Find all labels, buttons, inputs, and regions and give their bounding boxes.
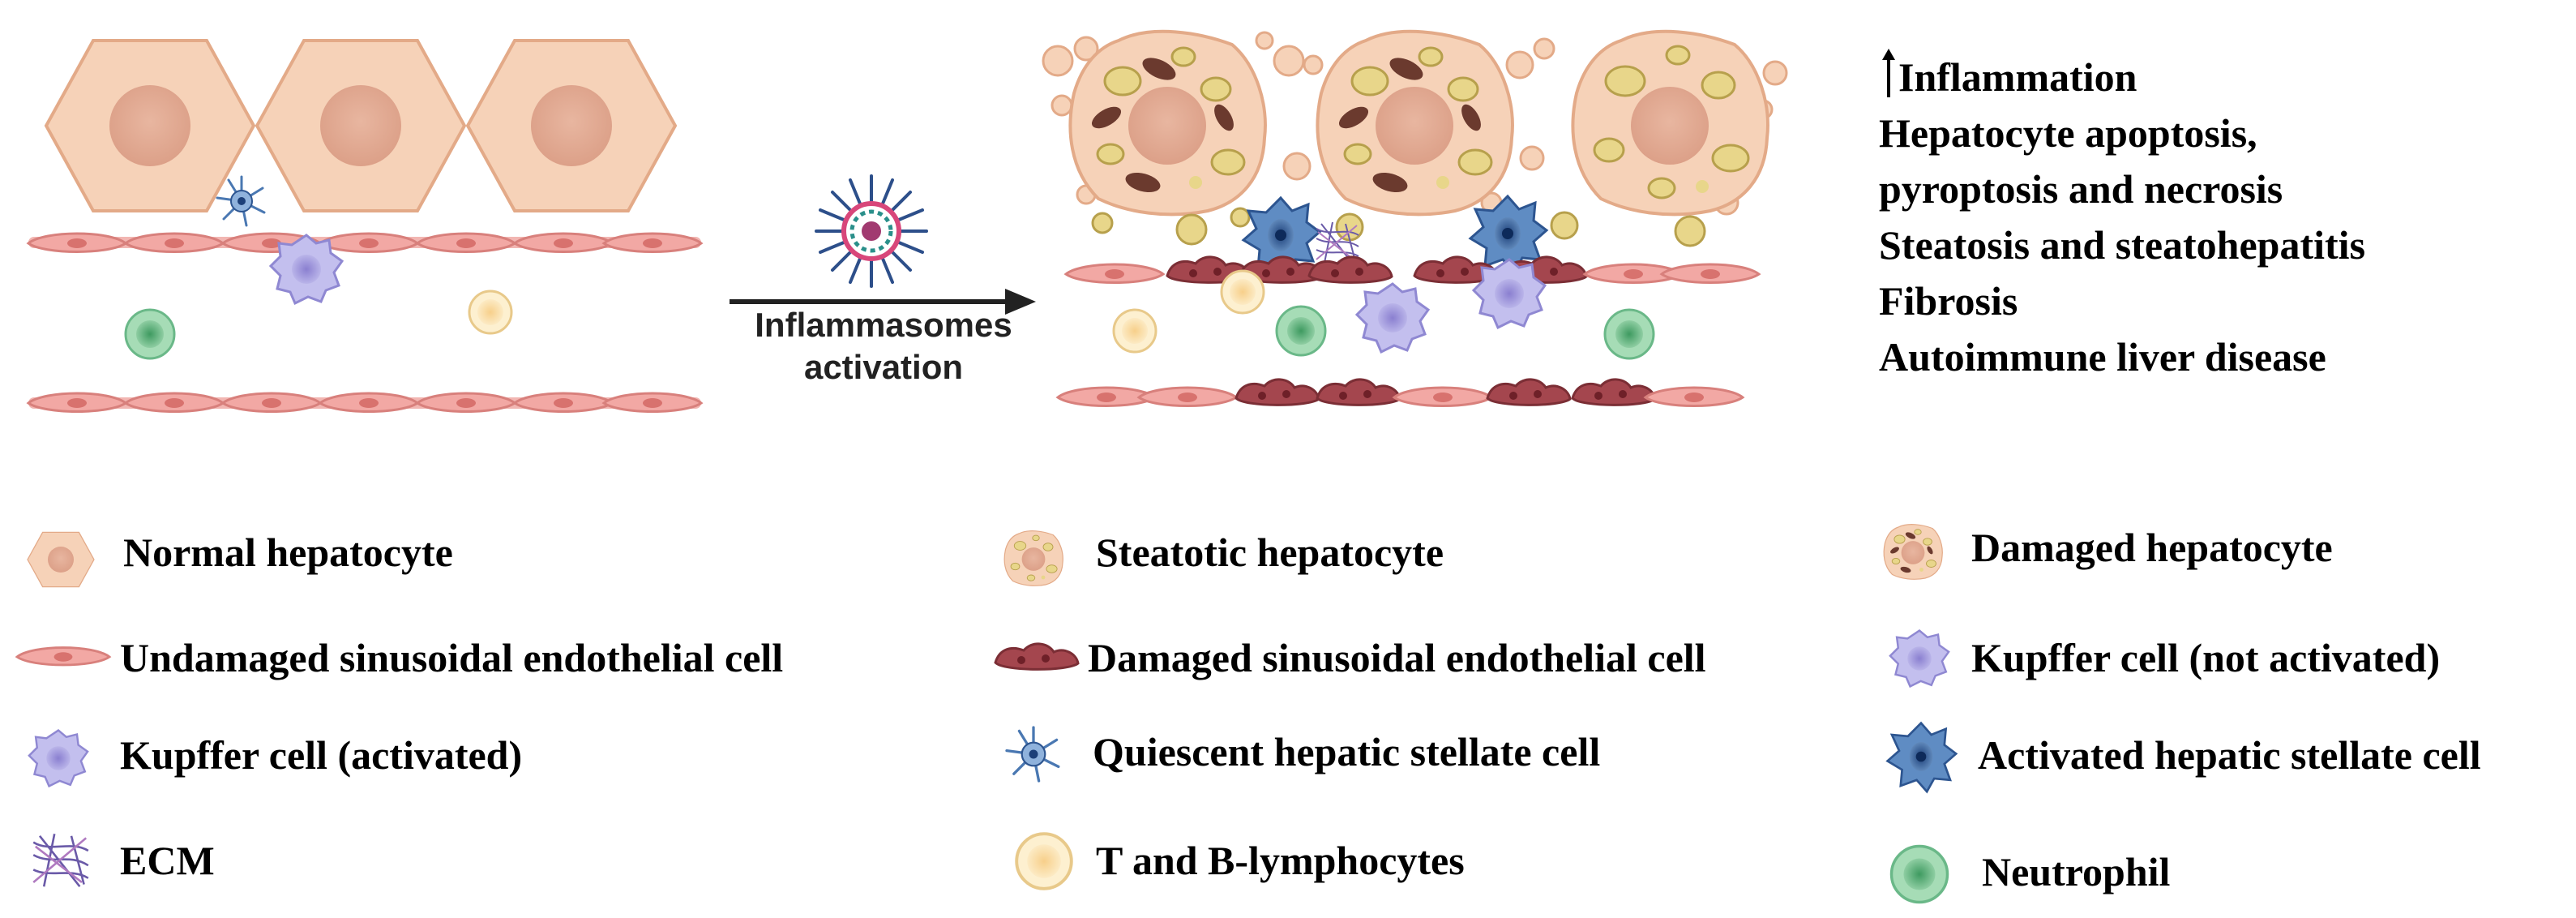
lymphocyte-icon bbox=[1015, 832, 1073, 890]
normal-hepatocyte bbox=[45, 39, 255, 212]
lymphocyte bbox=[1220, 269, 1265, 315]
activated-stellate-cell-icon bbox=[1886, 722, 1958, 793]
outcome-label: Inflammation bbox=[1898, 54, 2137, 100]
endothelial-layer-bottom bbox=[27, 392, 703, 413]
arrow-label-line1: Inflammasomes bbox=[755, 306, 1012, 344]
endothelial-layer-bottom-inflamed bbox=[1056, 378, 1744, 407]
legend-label-lymphocytes: T and B-lymphocytes bbox=[1096, 838, 1465, 883]
legend-label-ecm: ECM bbox=[120, 838, 215, 883]
quiescent-stellate-cell bbox=[216, 175, 266, 227]
quiescent-stellate-cell-icon bbox=[1005, 726, 1060, 783]
normal-hepatocyte-icon bbox=[27, 531, 95, 588]
endothelial-layer-top-inflamed bbox=[1064, 255, 1761, 284]
endothelial-layer-top bbox=[27, 232, 703, 253]
outcome-item: pyroptosis and necrosis bbox=[1879, 166, 2283, 212]
legend-label-quiescent-stellate: Quiescent hepatic stellate cell bbox=[1093, 729, 1601, 774]
outcome-item: Autoimmune liver disease bbox=[1879, 334, 2326, 380]
inflamed-liver-panel bbox=[1042, 29, 1788, 407]
legend-label-neutrophil: Neutrophil bbox=[1982, 849, 2171, 894]
ecm-icon bbox=[32, 832, 90, 888]
outcome-item: Fibrosis bbox=[1879, 278, 2018, 324]
normal-hepatocyte bbox=[255, 39, 466, 212]
kupffer-cell-not-activated-icon bbox=[1889, 629, 1950, 688]
normal-liver-panel bbox=[27, 39, 703, 413]
kupffer-cell-activated-icon bbox=[28, 729, 89, 787]
lymphocyte bbox=[1112, 308, 1157, 354]
legend-label-damaged-hepatocyte: Damaged hepatocyte bbox=[1971, 525, 2333, 570]
steatotic-hepatocyte-icon bbox=[1003, 530, 1063, 586]
outcome-item: Steatosis and steatohepatitis bbox=[1879, 222, 2366, 268]
arrow-head-icon bbox=[1005, 289, 1036, 315]
outcome-item: Hepatocyte apoptosis, bbox=[1879, 110, 2257, 156]
arrow-label: Inflammasomes activation bbox=[713, 304, 1054, 388]
activation-arrow bbox=[730, 176, 1036, 315]
arrow-label-line2: activation bbox=[803, 348, 964, 386]
lymphocyte bbox=[468, 290, 513, 335]
neutrophil bbox=[1275, 305, 1327, 357]
legend-label-undamaged-endothelial: Undamaged sinusoidal endothelial cell bbox=[120, 635, 784, 680]
legend-label-activated-stellate: Activated hepatic stellate cell bbox=[1978, 732, 2481, 778]
steatotic-hepatocyte bbox=[1571, 29, 1769, 217]
damaged-hepatocyte-icon bbox=[1883, 524, 1943, 580]
damaged-hepatocyte bbox=[1068, 29, 1267, 217]
outcomes-list: Inflammation Hepatocyte apoptosis, pyrop… bbox=[1879, 49, 2365, 385]
kupffer-cell bbox=[1355, 282, 1430, 354]
damaged-hepatocyte bbox=[1316, 29, 1514, 217]
inflammasome-icon bbox=[816, 176, 926, 286]
up-arrow-icon bbox=[1882, 49, 1895, 97]
fat-droplets bbox=[1091, 207, 1706, 247]
legend-label-normal-hepatocyte: Normal hepatocyte bbox=[123, 530, 453, 575]
normal-hepatocyte bbox=[466, 39, 677, 212]
neutrophil bbox=[1603, 308, 1655, 360]
legend-label-kupffer-not-activated: Kupffer cell (not activated) bbox=[1971, 635, 2441, 680]
legend-icons bbox=[15, 524, 1958, 904]
legend-label-steatotic-hepatocyte: Steatotic hepatocyte bbox=[1096, 530, 1444, 575]
legend-label-kupffer-activated: Kupffer cell (activated) bbox=[120, 732, 523, 778]
damaged-endothelial-cell-icon bbox=[994, 642, 1080, 671]
neutrophil-icon bbox=[1889, 844, 1949, 904]
undamaged-endothelial-cell-icon bbox=[15, 646, 111, 667]
neutrophil bbox=[124, 308, 176, 360]
legend-label-damaged-endothelial: Damaged sinusoidal endothelial cell bbox=[1088, 635, 1706, 680]
outcome-item: Inflammation bbox=[1879, 49, 2365, 105]
